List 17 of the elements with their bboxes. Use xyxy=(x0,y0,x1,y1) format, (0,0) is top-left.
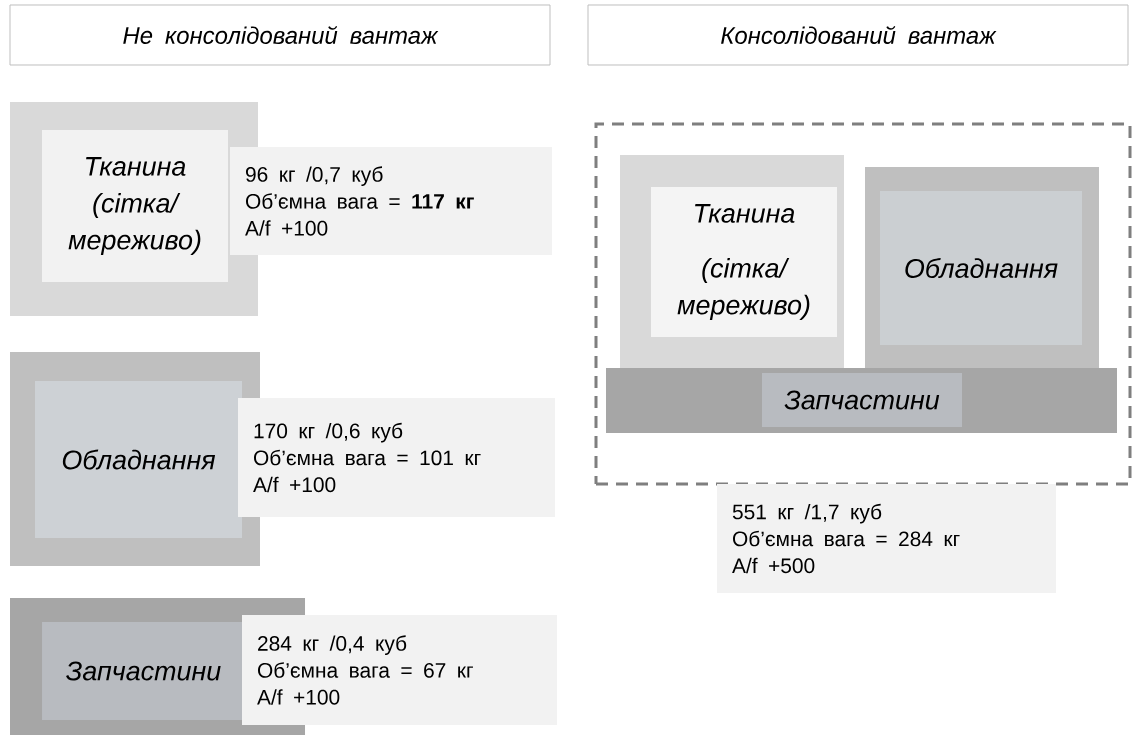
item-box: Тканина (сітка/ мереживо) xyxy=(42,130,228,282)
node-label: 96 кг /0,7 куб xyxy=(245,166,383,187)
item-box: Запчастини xyxy=(762,373,962,427)
node-label: A/f +100 xyxy=(245,220,328,236)
item-box: Обладнання xyxy=(35,381,242,538)
header-box: Не консолідований вантаж xyxy=(9,4,551,66)
info-box: 96 кг /0,7 куб Об’ємна вага = 117 кг A/f +100 xyxy=(230,147,552,255)
item-box: Запчастини xyxy=(42,622,245,720)
node-label: Тканина (сітка/ мереживо) xyxy=(68,157,201,255)
info-box: 551 кг /1,7 куб Об’ємна вага = 284 кг A/f +500 xyxy=(717,484,1056,593)
info-box: 170 кг /0,6 куб Об’ємна вага = 101 кг A/f +100 xyxy=(238,398,555,517)
info-box: 284 кг /0,4 куб Об’ємна вага = 67 кг A/f +100 xyxy=(242,615,557,725)
item-box: Тканина (сітка/ мереживо) xyxy=(651,187,837,337)
dashed-frame xyxy=(594,122,1132,486)
node-label: Об’ємна вага = 117 кг xyxy=(245,193,474,209)
item-box: Обладнання xyxy=(880,191,1082,345)
header-box: Консолідований вантаж xyxy=(587,4,1129,66)
